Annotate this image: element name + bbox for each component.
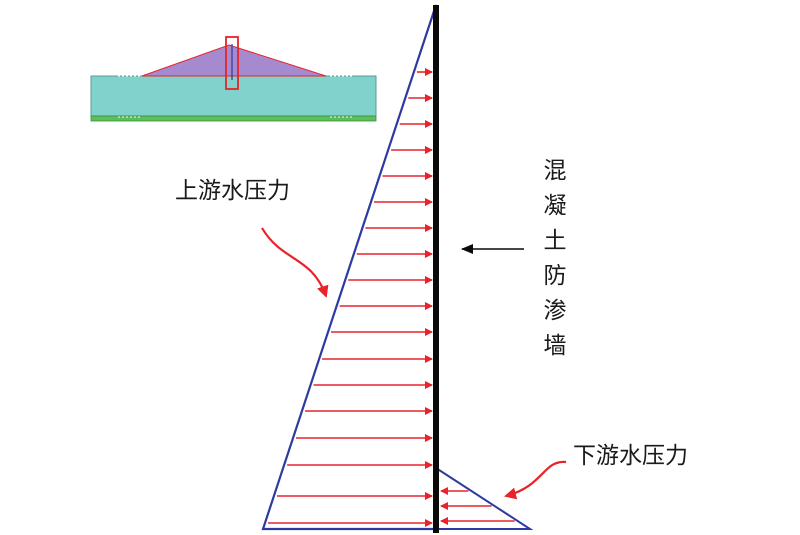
downstream-pressure-arrows bbox=[440, 487, 515, 525]
wall-label-char: 凝 bbox=[544, 193, 567, 219]
wall-label-char: 土 bbox=[544, 228, 567, 254]
wall-label-char: 渗 bbox=[544, 298, 567, 324]
wall-label-char: 防 bbox=[544, 263, 567, 289]
downstream-pointer-arrow bbox=[504, 460, 567, 500]
wall-label-char: 混 bbox=[544, 158, 567, 184]
inset-foundation-layer bbox=[90, 75, 377, 117]
dam-section-inset bbox=[90, 36, 377, 122]
inset-embankment bbox=[141, 44, 327, 77]
upstream-pressure-arrows bbox=[268, 68, 433, 527]
inset-base-strip bbox=[90, 115, 377, 122]
wall-label-char: 墙 bbox=[544, 333, 567, 359]
upstream-pressure-label: 上游水压力 bbox=[175, 178, 290, 204]
wall-label: 混 凝 土 防 渗 墙 bbox=[544, 158, 567, 359]
downstream-pressure-triangle bbox=[435, 466, 534, 530]
downstream-pressure-label: 下游水压力 bbox=[573, 443, 688, 469]
inset-highlight-box bbox=[225, 36, 239, 90]
upstream-pointer-arrow bbox=[261, 227, 329, 298]
